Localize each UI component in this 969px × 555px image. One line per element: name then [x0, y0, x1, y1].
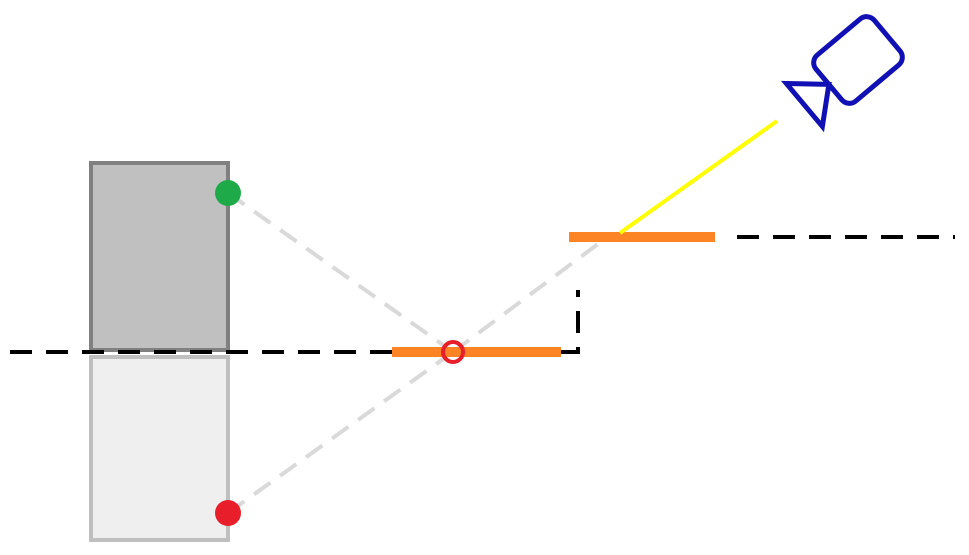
mirror-boundary-step: [561, 290, 580, 354]
sight-line-real-to-mirror: [226, 191, 455, 354]
reflection-point: [441, 340, 465, 364]
sight-line-virtual-to-mirror: [226, 350, 455, 515]
video-camera-icon: [780, 14, 905, 133]
real-point: [215, 180, 241, 206]
mirrored-object: [89, 355, 230, 542]
virtual-point: [215, 500, 241, 526]
camera-ray: [618, 119, 779, 235]
real-object: [89, 161, 230, 352]
